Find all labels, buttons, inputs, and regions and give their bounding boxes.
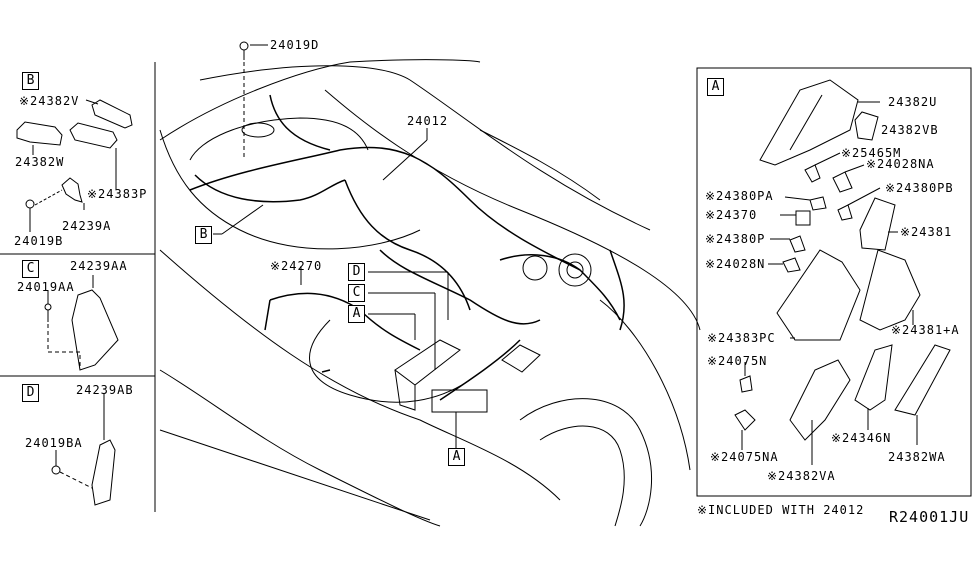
panel-d-tag: D [22,384,39,402]
part-label-24028n: ※24028N [705,257,766,271]
panel-b-tag: B [22,72,39,90]
fuse-block-main [394,253,592,413]
callout-b: B [195,226,212,244]
panel-c-parts [44,275,119,371]
diagram-code: R24001JU [889,508,970,526]
panel-b-parts [16,99,133,232]
panel-a-frame [696,67,972,497]
callout-a-lower: A [448,448,465,466]
part-label-24019d: 24019D [270,38,320,52]
part-label-24370: ※24370 [705,208,758,222]
part-label-25465m: ※25465M [841,146,902,160]
part-label-24239aa: 24239AA [70,259,128,273]
part-label-24382u: 24382U [888,95,938,109]
part-label-24019ba: 24019BA [25,436,83,450]
part-label-24382v: ※24382V [19,94,80,108]
part-label-24382vb: 24382VB [881,123,939,137]
part-label-24383p: ※24383P [87,187,148,201]
leader-lines-main [213,128,457,448]
panel-a-parts [734,79,951,465]
callout-d: D [348,263,365,281]
part-label-24380p: ※24380P [705,232,766,246]
panel-a-tag: A [707,78,724,96]
part-label-24019aa: 24019AA [17,280,75,294]
part-label-24381: ※24381 [900,225,953,239]
bolt-24019d [239,41,268,158]
part-label-24380pb: ※24380PB [885,181,954,195]
part-label-24382w: 24382W [15,155,65,169]
part-label-24381a: ※24381+A [891,323,960,337]
part-label-24019b: 24019B [14,234,64,248]
panel-c-tag: C [22,260,39,278]
footnote-included: ※INCLUDED WITH 24012 [697,503,865,517]
part-label-24270: ※24270 [270,259,323,273]
part-label-24239ab: 24239AB [76,383,134,397]
part-label-24382wa: 24382WA [888,450,946,464]
part-label-24380pa: ※24380PA [705,189,774,203]
part-label-24012: 24012 [407,114,449,128]
part-label-24028na: ※24028NA [866,157,935,171]
wire-harness [189,94,625,401]
part-label-24382va: ※24382VA [767,469,836,483]
part-label-24239a: 24239A [62,219,112,233]
part-label-24346n: ※24346N [831,431,892,445]
panel-d-parts [51,393,116,506]
part-label-24383pc: ※24383PC [707,331,776,345]
callout-c: C [348,284,365,302]
part-label-24075n: ※24075N [707,354,768,368]
vehicle-outline [159,59,701,527]
callout-a-upper: A [348,305,365,323]
part-label-24075na: ※24075NA [710,450,779,464]
